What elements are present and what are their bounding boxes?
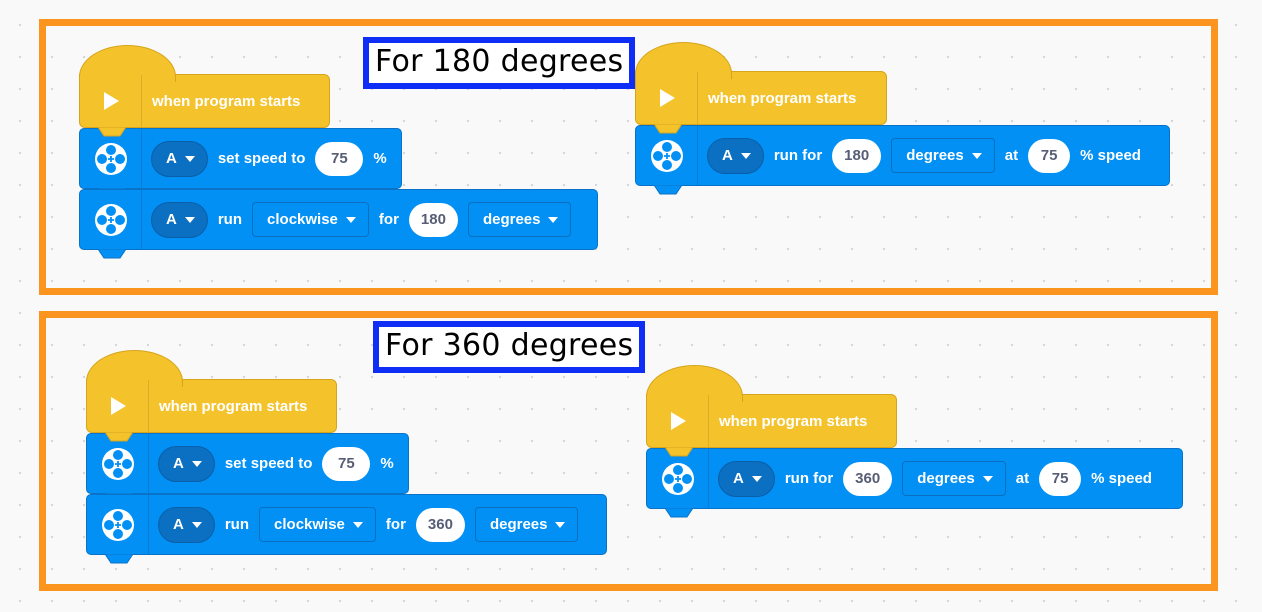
chevron-down-icon xyxy=(982,475,993,482)
program-stack-left-360[interactable]: when program starts A set speed to 75 % … xyxy=(86,350,607,564)
motor-icon xyxy=(80,190,142,249)
program-stack-right-360[interactable]: when program starts A run for 360 degree… xyxy=(646,365,1183,518)
motor-icon xyxy=(636,126,698,185)
chevron-down-icon xyxy=(548,216,559,223)
play-icon xyxy=(647,395,709,447)
unit-dropdown[interactable]: degrees xyxy=(902,461,1006,496)
section-frame-360 xyxy=(39,311,1218,591)
chevron-down-icon xyxy=(184,216,195,223)
play-icon xyxy=(636,72,698,124)
chevron-down-icon xyxy=(555,521,566,528)
run-label: run xyxy=(217,211,243,228)
hat-label: when program starts xyxy=(159,397,308,415)
hat-label: when program starts xyxy=(708,89,857,107)
chevron-down-icon xyxy=(751,475,762,482)
program-stack-right-180[interactable]: when program starts A run for 180 degree… xyxy=(635,42,1170,195)
speed-input[interactable]: 75 xyxy=(315,141,364,176)
direction-value: clockwise xyxy=(267,211,338,228)
port-value: A xyxy=(166,211,177,228)
amount-input[interactable]: 180 xyxy=(832,138,882,173)
set-speed-label: set speed to xyxy=(217,150,306,167)
percent-label: % xyxy=(373,150,387,167)
percent-speed-label: % speed xyxy=(1080,147,1141,164)
direction-dropdown[interactable]: clockwise xyxy=(259,507,376,542)
motor-icon xyxy=(87,495,149,554)
chevron-down-icon xyxy=(740,152,751,159)
run-for-degrees-block[interactable]: A run for 180 degrees at 75 % speed xyxy=(635,125,1170,195)
set-speed-block[interactable]: A set speed to 75 % xyxy=(79,128,402,198)
port-value: A xyxy=(173,455,184,472)
unit-dropdown[interactable]: degrees xyxy=(891,138,995,173)
amount-input[interactable]: 360 xyxy=(415,507,465,542)
percent-label: % xyxy=(380,455,394,472)
run-label: run xyxy=(224,516,250,533)
speed-input[interactable]: 75 xyxy=(1028,138,1071,173)
when-program-starts-block[interactable]: when program starts xyxy=(646,365,897,457)
run-direction-block[interactable]: A run clockwise for 180 degrees xyxy=(79,189,598,259)
amount-input[interactable]: 180 xyxy=(408,202,458,237)
when-program-starts-block[interactable]: when program starts xyxy=(86,350,337,442)
unit-dropdown[interactable]: degrees xyxy=(467,202,572,237)
at-label: at xyxy=(1004,147,1019,164)
run-for-degrees-block[interactable]: A run for 360 degrees at 75 % speed xyxy=(646,448,1183,518)
at-label: at xyxy=(1015,470,1030,487)
speed-input[interactable]: 75 xyxy=(322,446,371,481)
set-speed-label: set speed to xyxy=(224,455,313,472)
chevron-down-icon xyxy=(345,216,356,223)
for-label: for xyxy=(385,516,406,533)
when-program-starts-block[interactable]: when program starts xyxy=(635,42,887,134)
motor-icon xyxy=(87,434,149,493)
port-value: A xyxy=(166,150,177,167)
direction-dropdown[interactable]: clockwise xyxy=(252,202,369,237)
when-program-starts-block[interactable]: when program starts xyxy=(79,45,330,137)
section-label-180: For 180 degrees xyxy=(363,37,636,89)
unit-value: degrees xyxy=(482,211,541,228)
speed-input[interactable]: 75 xyxy=(1039,461,1082,496)
run-for-label: run for xyxy=(784,470,834,487)
run-direction-block[interactable]: A run clockwise for 360 degrees xyxy=(86,494,607,564)
port-value: A xyxy=(173,516,184,533)
percent-speed-label: % speed xyxy=(1091,470,1152,487)
port-value: A xyxy=(733,470,744,487)
port-dropdown[interactable]: A xyxy=(151,201,208,238)
motor-icon xyxy=(647,449,709,508)
section-label-360: For 360 degrees xyxy=(373,321,646,373)
port-dropdown[interactable]: A xyxy=(718,460,775,497)
hat-label: when program starts xyxy=(719,412,868,430)
port-dropdown[interactable]: A xyxy=(151,140,208,177)
port-value: A xyxy=(722,147,733,164)
unit-value: degrees xyxy=(917,470,975,487)
direction-value: clockwise xyxy=(274,516,345,533)
chevron-down-icon xyxy=(352,521,363,528)
play-icon xyxy=(87,380,149,432)
chevron-down-icon xyxy=(971,152,982,159)
motor-icon xyxy=(80,129,142,188)
chevron-down-icon xyxy=(191,521,202,528)
port-dropdown[interactable]: A xyxy=(158,445,215,482)
chevron-down-icon xyxy=(184,155,195,162)
port-dropdown[interactable]: A xyxy=(707,137,764,174)
section-frame-180 xyxy=(39,19,1218,295)
play-icon xyxy=(80,75,142,127)
program-stack-left-180[interactable]: when program starts A set speed to 75 % … xyxy=(79,45,598,259)
amount-input[interactable]: 360 xyxy=(843,461,893,496)
unit-value: degrees xyxy=(906,147,964,164)
for-label: for xyxy=(378,211,399,228)
chevron-down-icon xyxy=(191,460,202,467)
set-speed-block[interactable]: A set speed to 75 % xyxy=(86,433,409,503)
unit-value: degrees xyxy=(489,516,548,533)
hat-label: when program starts xyxy=(152,92,301,110)
run-for-label: run for xyxy=(773,147,823,164)
port-dropdown[interactable]: A xyxy=(158,506,215,543)
unit-dropdown[interactable]: degrees xyxy=(474,507,579,542)
